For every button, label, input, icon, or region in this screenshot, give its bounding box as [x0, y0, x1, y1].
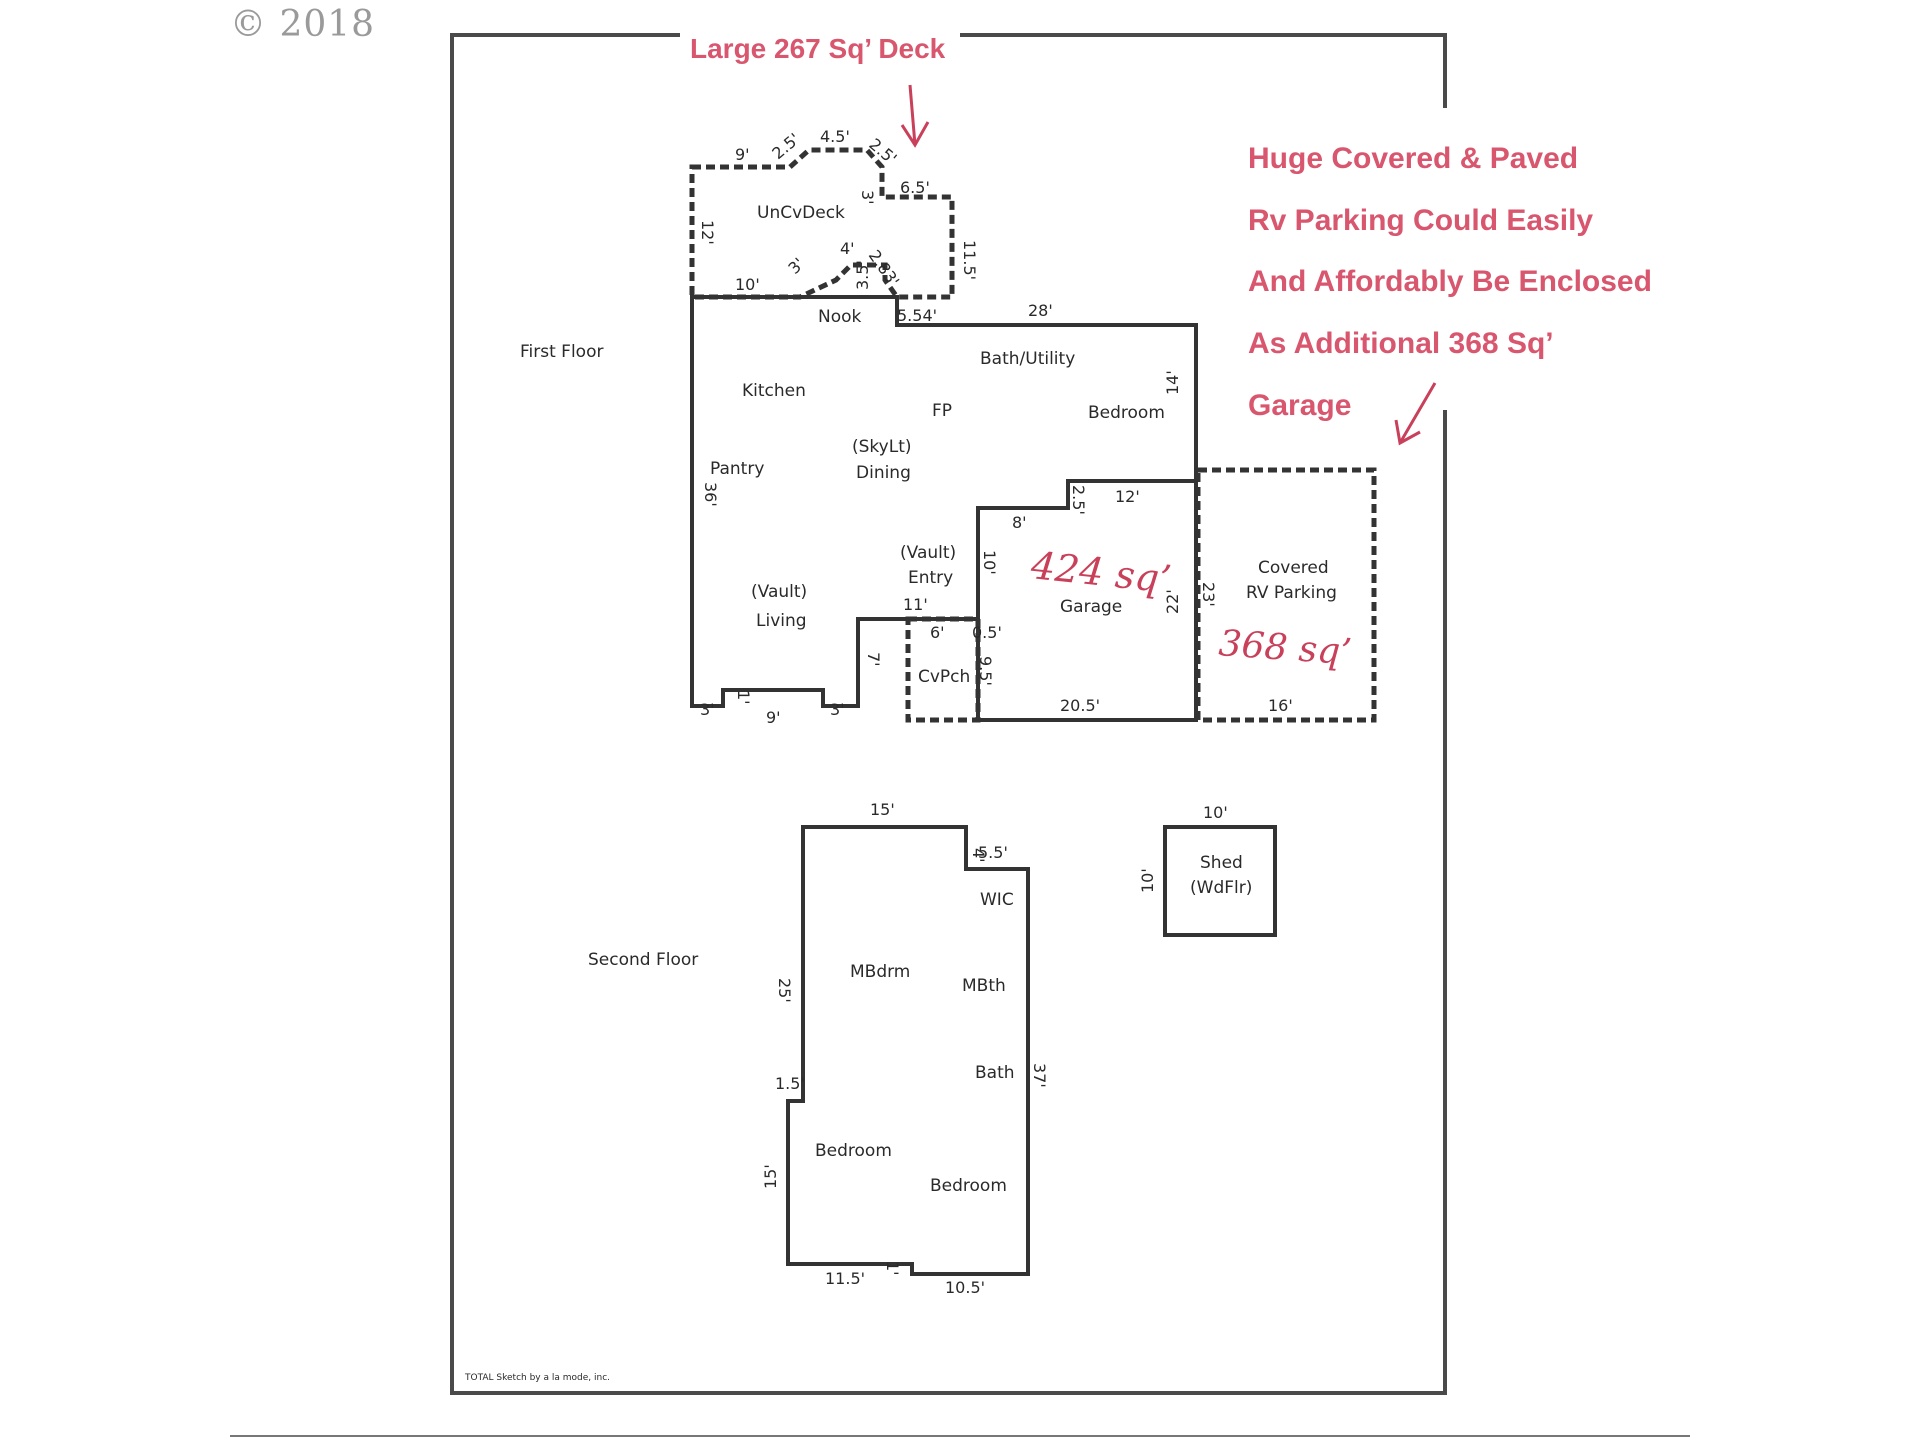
- rv-callout-line-4: As Additional 368 Sq’: [1248, 327, 1554, 360]
- rv-arrow: [1394, 382, 1437, 446]
- rv-callout-line-3: And Affordably Be Enclosed: [1248, 265, 1652, 298]
- dim-label: 36': [701, 482, 720, 507]
- dim-label: 3.5': [853, 260, 872, 290]
- rv-callout-line-5: Garage: [1248, 389, 1351, 422]
- rv-parking-outline: [1195, 467, 1377, 723]
- dim-label: 1': [883, 1261, 902, 1276]
- dim-label: 3': [858, 190, 877, 205]
- shed-outline: [1163, 825, 1277, 937]
- room-kitchen: Kitchen: [742, 381, 806, 401]
- room-vault-living: (Vault): [751, 582, 807, 602]
- room-living: Living: [756, 611, 807, 631]
- dim-label: 10': [980, 550, 999, 575]
- dim-label: 3': [700, 700, 715, 719]
- dim-label: 9': [766, 708, 781, 727]
- dim-label: 10': [1138, 868, 1157, 893]
- dim-label: 5.54': [897, 306, 937, 325]
- dim-label: 6.5': [900, 178, 930, 197]
- dim-label: 4.5': [820, 127, 850, 146]
- dim-label: 4': [840, 239, 855, 258]
- dim-label: 2.5': [865, 135, 900, 169]
- sketch-border: [450, 33, 1447, 1395]
- dim-label: 25': [775, 978, 794, 1003]
- dim-label: 20.5': [1060, 696, 1100, 715]
- room-bedroom-second-1: Bedroom: [815, 1141, 892, 1161]
- dim-label: 10': [735, 275, 760, 294]
- dim-label: 14': [1163, 370, 1182, 395]
- dim-label: 8': [1012, 513, 1027, 532]
- dim-label: 1.5': [775, 1074, 805, 1093]
- room-vault-entry: (Vault): [900, 543, 956, 563]
- dim-label: 2.5': [1069, 485, 1088, 515]
- second-floor-outline: [786, 825, 1030, 1276]
- room-shed: Shed: [1200, 853, 1243, 873]
- room-entry: Entry: [908, 568, 953, 588]
- room-nook: Nook: [818, 307, 862, 327]
- room-fp: FP: [932, 401, 952, 421]
- room-cvpch: CvPch: [918, 667, 970, 687]
- dim-label: 16': [1268, 696, 1293, 715]
- dim-label: 11.5': [960, 240, 979, 280]
- dim-label: 22': [1163, 589, 1182, 614]
- room-bath: Bath: [975, 1063, 1015, 1083]
- second-floor-label: Second Floor: [588, 950, 698, 970]
- dim-label: 12': [1115, 487, 1140, 506]
- dim-label: 11': [903, 595, 928, 614]
- room-uncvdeck: UnCvDeck: [757, 203, 845, 223]
- porch-outline: [905, 616, 981, 723]
- dim-label: 9': [735, 145, 750, 164]
- room-garage: Garage: [1060, 597, 1122, 617]
- deck-callout: Large 267 Sq’ Deck: [690, 33, 946, 64]
- dim-label: 3': [830, 700, 845, 719]
- copyright-watermark: © 2018: [230, 4, 376, 45]
- dim-label: 37': [1030, 1063, 1049, 1088]
- room-mbth: MBth: [962, 976, 1006, 996]
- deck-outline: [689, 147, 955, 300]
- room-pantry: Pantry: [710, 459, 764, 479]
- dim-label: 12': [698, 220, 717, 245]
- dim-label: 23': [1199, 582, 1218, 607]
- deck-arrow: [900, 84, 930, 148]
- room-bedroom-second-2: Bedroom: [930, 1176, 1007, 1196]
- dim-label: 28': [1028, 301, 1053, 320]
- room-covered: Covered: [1258, 558, 1329, 578]
- dim-label: 2.5': [768, 129, 803, 163]
- rv-sqft-note: 368 sq’: [1217, 623, 1353, 673]
- dim-label: 15': [870, 800, 895, 819]
- dim-label: 5.5': [978, 843, 1008, 862]
- rv-callout-line-2: Rv Parking Could Easily: [1248, 204, 1593, 237]
- room-bedroom-first: Bedroom: [1088, 403, 1165, 423]
- dim-label: 10': [1203, 803, 1228, 822]
- room-wic: WIC: [980, 890, 1014, 910]
- room-dining: Dining: [856, 463, 911, 483]
- software-credit: TOTAL Sketch by a la mode, inc.: [464, 1373, 610, 1383]
- garage-sqft-note: 424 sq’: [1028, 543, 1173, 602]
- first-floor-label: First Floor: [520, 342, 603, 362]
- dim-label: 0.5': [972, 623, 1002, 642]
- dim-label: 7': [864, 652, 883, 667]
- room-bath-utility: Bath/Utility: [980, 349, 1075, 369]
- dim-label: 15': [761, 1164, 780, 1189]
- rv-callout-line-1: Huge Covered & Paved: [1248, 142, 1578, 175]
- dim-label: 4': [969, 848, 988, 863]
- dim-label: 11.5': [825, 1269, 865, 1288]
- dim-label: 9.5': [976, 656, 995, 686]
- room-rv-parking: RV Parking: [1246, 583, 1337, 603]
- dim-label: 3': [784, 254, 808, 278]
- room-wdflr: (WdFlr): [1190, 878, 1252, 898]
- room-mbdrm: MBdrm: [850, 962, 910, 982]
- room-skylt: (SkyLt): [852, 437, 912, 457]
- dim-label: 6': [930, 623, 945, 642]
- dim-label: 1': [734, 690, 753, 705]
- dim-label: 10.5': [945, 1278, 985, 1297]
